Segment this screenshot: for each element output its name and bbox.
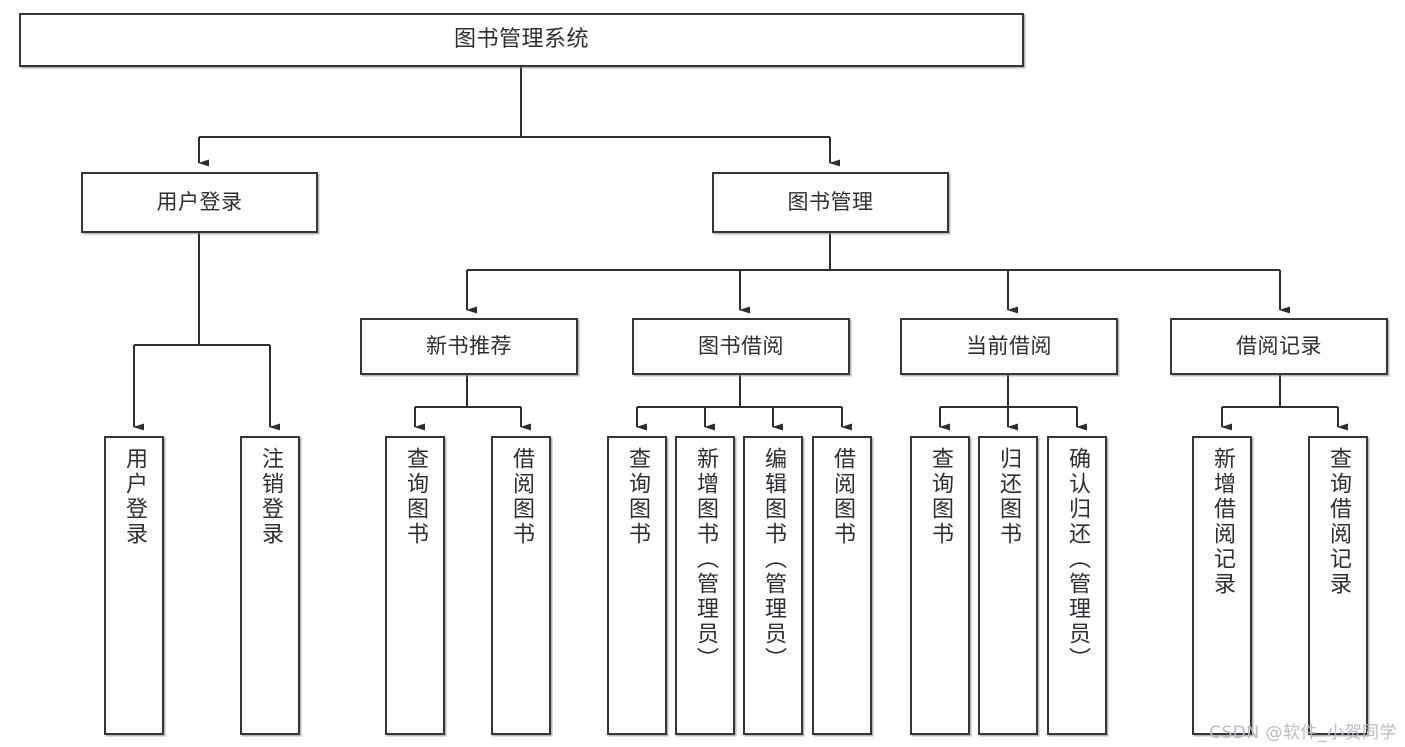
node-user-login[interactable]: 用户登录 [81, 172, 318, 233]
leaf-logout-login[interactable]: 注销登录 [240, 436, 300, 735]
node-label: 借阅图书 [509, 447, 534, 547]
leaf-query-book-borrow[interactable]: 查询图书 [607, 436, 667, 735]
node-label: 确认归还（管理员） [1065, 447, 1090, 672]
node-borrow-record[interactable]: 借阅记录 [1170, 318, 1388, 375]
node-label: 当前借阅 [966, 334, 1052, 359]
node-book-management-system[interactable]: 图书管理系统 [19, 13, 1024, 67]
leaf-query-book-current[interactable]: 查询图书 [910, 436, 970, 735]
leaf-query-borrow-record[interactable]: 查询借阅记录 [1308, 436, 1368, 735]
node-book-borrow[interactable]: 图书借阅 [632, 318, 850, 375]
leaf-add-borrow-record[interactable]: 新增借阅记录 [1192, 436, 1252, 735]
node-book-management[interactable]: 图书管理 [712, 172, 949, 233]
node-new-book-recommend[interactable]: 新书推荐 [360, 318, 578, 375]
node-label: 图书管理系统 [453, 27, 589, 53]
node-label: 编辑图书（管理员） [761, 447, 786, 672]
node-label: 借阅图书 [830, 447, 855, 547]
node-label: 图书管理 [787, 190, 874, 215]
leaf-borrow-book[interactable]: 借阅图书 [812, 436, 872, 735]
node-label: 用户登录 [122, 447, 147, 547]
node-label: 查询图书 [928, 447, 953, 547]
leaf-confirm-return-admin[interactable]: 确认归还（管理员） [1047, 436, 1107, 735]
node-label: 新增借阅记录 [1210, 447, 1235, 597]
leaf-user-login[interactable]: 用户登录 [104, 436, 164, 735]
node-label: 查询图书 [625, 447, 650, 547]
csdn-watermark: CSDN @软件_小贺同学 [1209, 723, 1397, 743]
leaf-borrow-book-recommend[interactable]: 借阅图书 [491, 436, 551, 735]
node-label: 查询借阅记录 [1326, 447, 1351, 597]
node-label: 查询图书 [403, 447, 428, 547]
node-label: 图书借阅 [698, 334, 784, 359]
node-label: 新增图书（管理员） [693, 447, 718, 672]
leaf-return-book[interactable]: 归还图书 [978, 436, 1038, 735]
node-label: 用户登录 [156, 190, 243, 215]
leaf-query-book-recommend[interactable]: 查询图书 [385, 436, 445, 735]
node-label: 归还图书 [996, 447, 1021, 547]
node-current-borrow[interactable]: 当前借阅 [900, 318, 1118, 375]
node-label: 注销登录 [258, 447, 283, 547]
leaf-add-book-admin[interactable]: 新增图书（管理员） [675, 436, 735, 735]
node-label: 借阅记录 [1236, 334, 1322, 359]
leaf-edit-book-admin[interactable]: 编辑图书（管理员） [743, 436, 803, 735]
node-label: 新书推荐 [426, 334, 512, 359]
